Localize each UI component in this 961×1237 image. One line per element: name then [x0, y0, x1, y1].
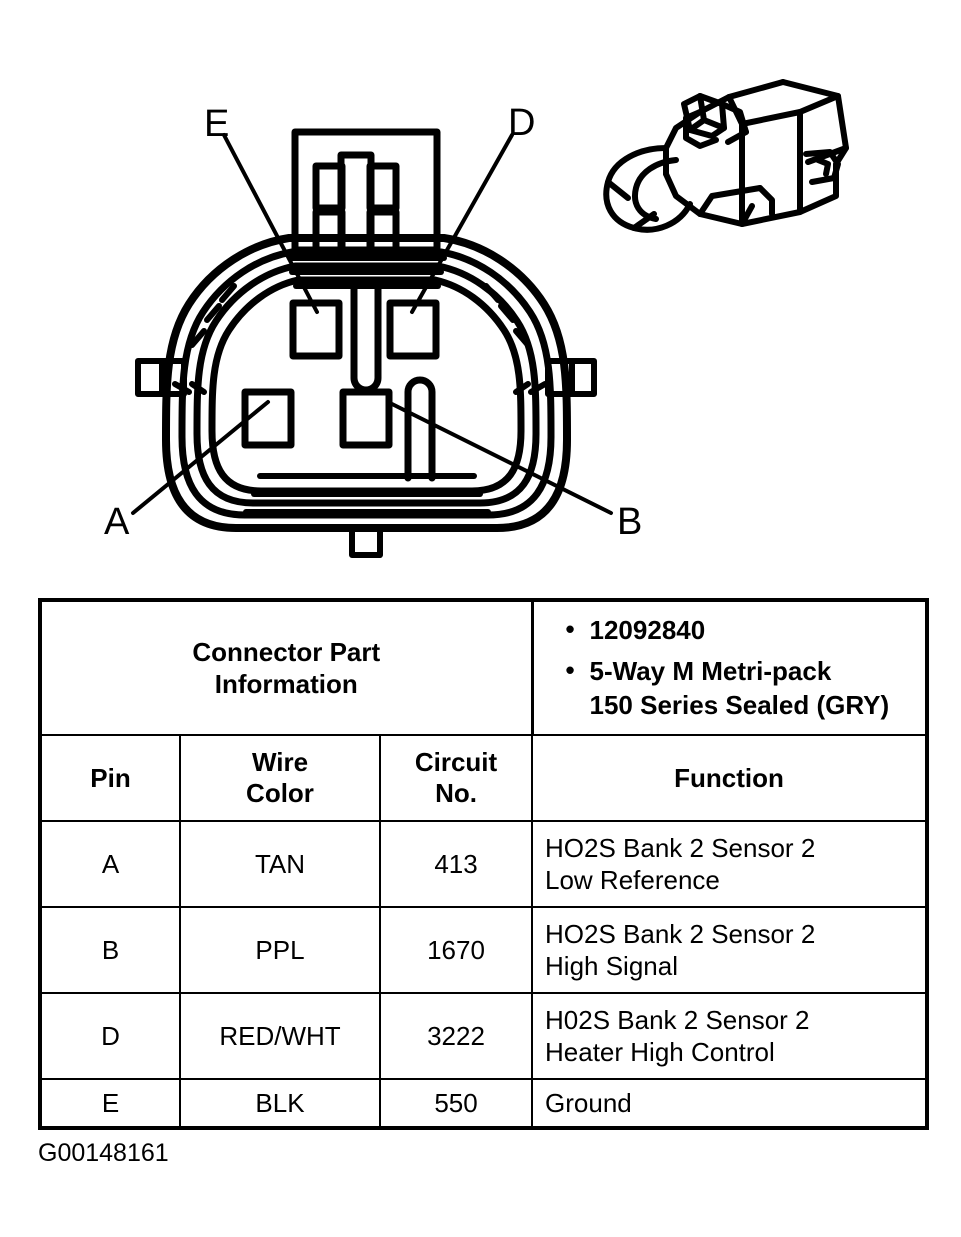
key-slot-upper: [350, 281, 382, 394]
column-header-function: Function: [531, 734, 930, 822]
function-line1: HO2S Bank 2 Sensor 2: [545, 918, 816, 949]
wire-color-line2: Color: [246, 778, 314, 808]
body-contour-outer: [162, 234, 571, 532]
cell-wire-color: BLK: [179, 1078, 381, 1130]
cavity-D: [386, 299, 440, 360]
callout-label-d: D: [508, 102, 536, 144]
cavity-B: [339, 388, 393, 449]
cpi-value-description: • 5-Way M Metri-pack 150 Series Sealed (…: [566, 655, 926, 722]
connector-diagram-svg: [131, 79, 849, 558]
key-slot-lower: [404, 376, 436, 482]
column-header-circuit-no: Circuit No.: [378, 734, 534, 822]
callout-label-e: E: [204, 103, 230, 145]
connector-isometric-view: [603, 79, 849, 233]
body-contour-inner: [208, 276, 525, 495]
body-contour-3: [193, 262, 540, 507]
connector-part-info-label: Connector Part Information: [37, 598, 534, 736]
function-line1: H02S Bank 2 Sensor 2: [545, 1004, 810, 1035]
cell-pin: A: [38, 820, 181, 908]
column-header-pin: Pin: [38, 734, 181, 822]
circuit-no-line2: No.: [435, 778, 477, 808]
cpi-description-line1: 5-Way M Metri-pack: [589, 656, 832, 687]
cell-function: Ground: [531, 1078, 930, 1130]
cell-function: H02S Bank 2 Sensor 2 Heater High Control: [531, 992, 930, 1080]
column-header-wire-color: Wire Color: [179, 734, 381, 822]
cell-wire-color: PPL: [179, 906, 381, 994]
cell-circuit-no: 413: [378, 820, 534, 908]
function-line2: High Signal: [545, 951, 678, 981]
bullet-icon: •: [565, 655, 575, 686]
callout-label-b: B: [617, 501, 643, 543]
figure-id-label: G00148161: [38, 1139, 169, 1167]
bottom-nub: [349, 525, 383, 558]
cell-circuit-no: 550: [378, 1078, 534, 1130]
cpi-value-part-number: • 12092840: [566, 614, 926, 647]
cpi-label-line2: Information: [214, 669, 358, 699]
table-row: A TAN 413 HO2S Bank 2 Sensor 2 Low Refer…: [38, 820, 930, 908]
cell-pin: B: [38, 906, 181, 994]
cell-wire-color: RED/WHT: [179, 992, 381, 1080]
connector-face-view: [131, 128, 613, 558]
side-tab-left: [135, 358, 187, 397]
function-line2: Low Reference: [545, 865, 720, 895]
cell-circuit-no: 3222: [378, 992, 534, 1080]
cavity-E: [289, 299, 343, 360]
cell-pin: E: [38, 1078, 181, 1130]
cell-wire-color: TAN: [179, 820, 381, 908]
bottom-flange-bars: [243, 473, 491, 515]
leader-line-E: [222, 133, 319, 314]
cell-pin: D: [38, 992, 181, 1080]
function-line2: Heater High Control: [545, 1037, 775, 1067]
table-header-row: Pin Wire Color Circuit No. Function: [38, 734, 930, 822]
callout-label-a: A: [104, 501, 130, 543]
bullet-icon: •: [565, 614, 575, 645]
top-flange-bars: [287, 255, 447, 289]
connector-information-table: Connector Part Information • 12092840 • …: [37, 598, 930, 1130]
table-row-connector-part-info: Connector Part Information • 12092840 • …: [37, 598, 930, 736]
cpi-label-line1: Connector Part: [192, 636, 381, 667]
table-row: B PPL 1670 HO2S Bank 2 Sensor 2 High Sig…: [38, 906, 930, 994]
cell-function: HO2S Bank 2 Sensor 2 High Signal: [531, 906, 930, 994]
contour-tick-marks: [172, 283, 548, 395]
leader-line-A: [131, 400, 270, 515]
table-row: E BLK 550 Ground: [38, 1078, 930, 1130]
connector-part-info-values: • 12092840 • 5-Way M Metri-pack 150 Seri…: [531, 598, 930, 736]
connector-diagram: E D A B: [0, 0, 961, 580]
function-line1: HO2S Bank 2 Sensor 2: [545, 832, 816, 863]
cpi-part-number-text: 12092840: [589, 615, 706, 646]
leader-line-D: [410, 133, 514, 314]
cell-circuit-no: 1670: [378, 906, 534, 994]
cell-function: HO2S Bank 2 Sensor 2 Low Reference: [531, 820, 930, 908]
leader-line-B: [386, 400, 613, 515]
wire-color-line1: Wire: [251, 747, 309, 778]
cavity-A: [241, 388, 295, 449]
table-row: D RED/WHT 3222 H02S Bank 2 Sensor 2 Heat…: [38, 992, 930, 1080]
cpi-description-line2: 150 Series Sealed (GRY): [589, 689, 890, 720]
side-tab-right: [545, 358, 597, 397]
circuit-no-line1: Circuit: [414, 747, 498, 778]
